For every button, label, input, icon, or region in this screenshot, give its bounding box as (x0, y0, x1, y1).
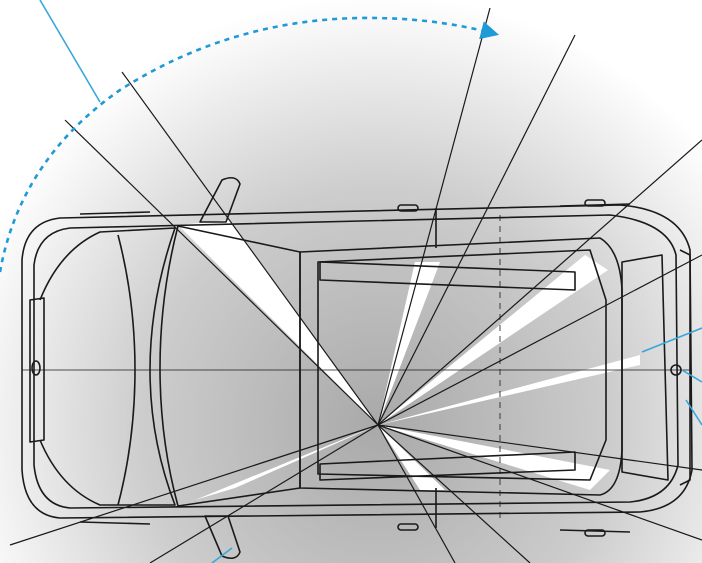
sight-line (149, 424, 379, 563)
sight-line (377, 139, 702, 426)
blind-spot-wedge-a-pillar-right (195, 425, 378, 500)
sight-line (377, 254, 702, 426)
wheel-front-left (79, 211, 151, 215)
car-outline (21, 176, 693, 560)
sight-lines (9, 7, 702, 563)
roof-rail-left (319, 261, 576, 291)
sight-line (377, 424, 531, 563)
leader-line-top-left (39, 0, 101, 103)
car-body-inner (33, 214, 679, 509)
car-rear-window (621, 254, 669, 481)
wheel-rear-right (559, 529, 631, 533)
door-handle-right-rear (584, 529, 606, 537)
blind-spot-wedge-b-pillar-right (378, 425, 445, 490)
mirror-left (199, 176, 241, 223)
sight-line (64, 119, 379, 426)
car-rear-bumper (679, 249, 691, 486)
car-roof-inner (317, 249, 607, 481)
sight-line (121, 71, 379, 426)
rotation-arc-arrow (0, 16, 500, 273)
sight-line (377, 424, 702, 541)
blind-spot-wedge-b-pillar-left (378, 262, 440, 425)
blind-spot-wedges (178, 220, 640, 500)
sight-line (377, 7, 491, 426)
car-logo (31, 360, 41, 376)
door-handle-right-front (397, 523, 419, 531)
wheel-rear-left (559, 203, 631, 207)
car-grille (29, 297, 45, 443)
blind-spot-wedge-c-pillar-right (378, 425, 610, 490)
leader-line-rear-wiper (681, 369, 702, 383)
blind-spot-wedge-a-pillar-left (178, 220, 378, 425)
wheel-front-right (79, 521, 151, 525)
leader-lines (39, 0, 702, 563)
leader-line-rear-bumper (685, 399, 702, 426)
car-windshield (159, 225, 301, 507)
sight-line (377, 34, 576, 426)
sight-line (377, 424, 702, 471)
door-handle-left-front (397, 204, 419, 212)
car-body (21, 204, 693, 519)
leader-line-rear-window (641, 327, 702, 353)
leader-line-mirror-right (211, 547, 233, 563)
sight-line (9, 424, 379, 546)
blind-spot-wedge-rear (378, 355, 640, 425)
door-handle-left-rear (584, 199, 606, 207)
mirror-right (204, 515, 241, 560)
sight-line (377, 424, 456, 563)
roof-rail-right (319, 451, 576, 481)
blind-spot-wedge-c-pillar-left (378, 255, 608, 425)
